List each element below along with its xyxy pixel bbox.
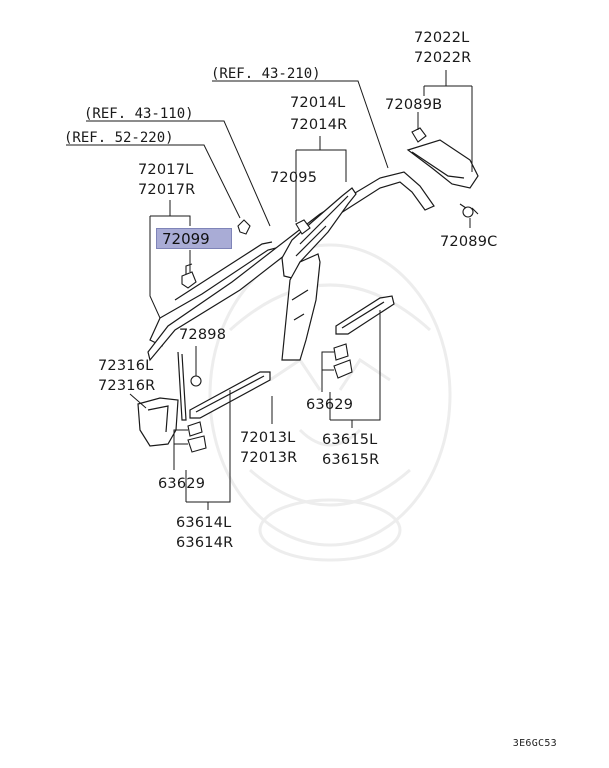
part-label-63629-rear: 63629: [306, 397, 354, 413]
clip-72898: [190, 375, 202, 387]
part-label-72013r: 72013R: [240, 450, 298, 466]
clip-72089b: [411, 127, 427, 143]
part-label-72022l: 72022L: [414, 30, 470, 46]
clip-72017: [237, 219, 251, 235]
highlighted-part-72099[interactable]: 72099: [156, 228, 232, 249]
part-label-72089b: 72089B: [385, 97, 443, 113]
part-label-72095: 72095: [270, 170, 318, 186]
screw-72089c: [459, 203, 479, 218]
clip-63629-rear: [333, 343, 353, 379]
part-label-63615l: 63615L: [322, 432, 378, 448]
part-label-72316r: 72316R: [98, 378, 156, 394]
clip-72099: [181, 263, 197, 289]
part-label-72089c: 72089C: [440, 234, 498, 250]
part-label-72017r: 72017R: [138, 182, 196, 198]
b-pillar-lower-trim: [281, 253, 321, 361]
ref-label-43-210: (REF. 43-210): [211, 66, 321, 82]
scuff-plate-rear: [335, 295, 395, 335]
part-label-63614r: 63614R: [176, 535, 234, 551]
clip-72095: [295, 219, 311, 235]
part-label-72014r: 72014R: [290, 117, 348, 133]
ref-label-52-220: (REF. 52-220): [64, 130, 174, 146]
leader-lines: [66, 70, 473, 510]
part-label-72022r: 72022R: [414, 50, 472, 66]
c-pillar-trim: [406, 139, 479, 189]
ref-label-43-110: (REF. 43-110): [84, 106, 194, 122]
diagram-code: 3E6GC53: [512, 738, 557, 749]
part-label-63614l: 63614L: [176, 515, 232, 531]
part-label-72014l: 72014L: [290, 95, 346, 111]
part-label-72316l: 72316L: [98, 358, 154, 374]
part-label-63629-front: 63629: [158, 476, 206, 492]
part-label-72099: 72099: [162, 230, 210, 248]
part-label-72898: 72898: [179, 327, 227, 343]
kick-panel: [137, 397, 179, 447]
part-label-72017l: 72017L: [138, 162, 194, 178]
clip-63629-front: [187, 421, 207, 453]
part-label-63615r: 63615R: [322, 452, 380, 468]
part-label-72013l: 72013L: [240, 430, 296, 446]
